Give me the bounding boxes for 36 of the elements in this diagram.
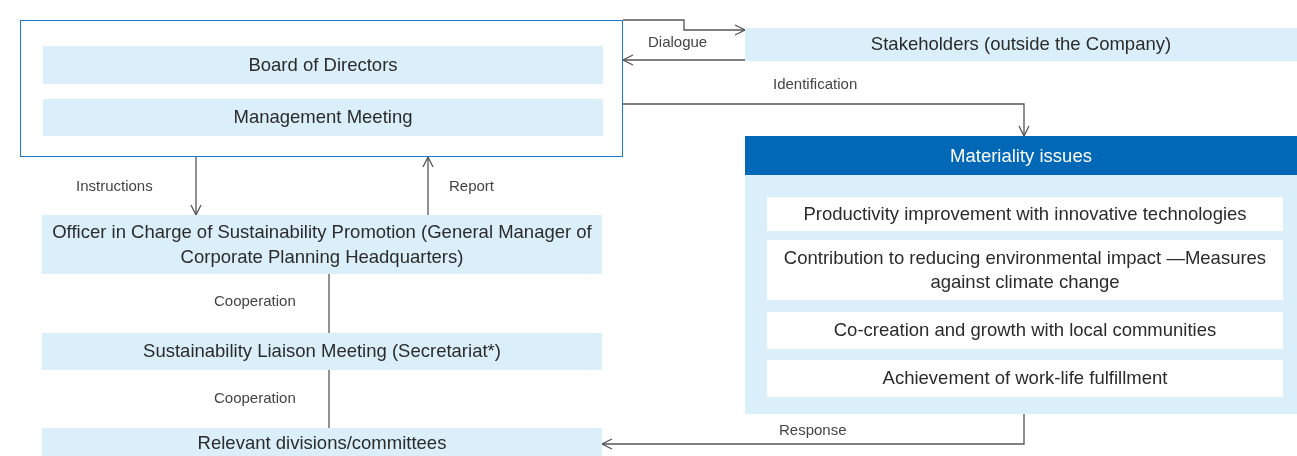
issue-box — [767, 197, 1283, 231]
issue-box — [767, 240, 1283, 300]
node-label: Stakeholders (outside the Company) — [870, 32, 1172, 57]
issues-panel — [745, 136, 1297, 414]
node-label: Productivity improvement with innovative technologies — [803, 201, 1247, 226]
edge-label: Dialogue — [646, 33, 710, 50]
arrow — [622, 19, 746, 36]
node-label: Board of Directors — [248, 52, 398, 77]
node-label: Officer in Charge of Sustainability Promotion (General Manager of Corporate Planning Headquarters) — [51, 220, 593, 269]
arrow — [190, 156, 202, 216]
arrow — [422, 156, 434, 216]
arrow — [601, 413, 1025, 450]
node-label: Contribution to reducing environmental impact —Measures against climate change — [782, 245, 1268, 294]
connector-line — [328, 369, 330, 429]
edge-label: Cooperation — [212, 389, 298, 406]
connector-line — [328, 273, 330, 334]
edge-label: Identification — [771, 75, 860, 92]
process-box — [43, 99, 603, 136]
process-box — [42, 333, 602, 370]
node-label: Relevant divisions/committees — [197, 430, 447, 455]
issue-box — [767, 312, 1283, 349]
arrow — [622, 54, 746, 66]
process-box — [43, 46, 603, 84]
process-box — [42, 215, 602, 274]
edge-label: Cooperation — [212, 292, 298, 309]
node-label: Co-creation and growth with local communities — [833, 318, 1217, 343]
arrow — [622, 103, 1030, 137]
organization-frame — [20, 20, 623, 157]
panel-heading: Materiality issues — [745, 136, 1297, 175]
issue-box — [767, 360, 1283, 397]
edge-label: Instructions — [74, 177, 155, 194]
node-label: Management Meeting — [233, 105, 413, 130]
node-label: Achievement of work-life fulfillment — [882, 366, 1168, 391]
process-box — [42, 428, 602, 456]
process-box — [745, 28, 1297, 61]
node-label: Sustainability Liaison Meeting (Secretariat*) — [143, 339, 501, 364]
